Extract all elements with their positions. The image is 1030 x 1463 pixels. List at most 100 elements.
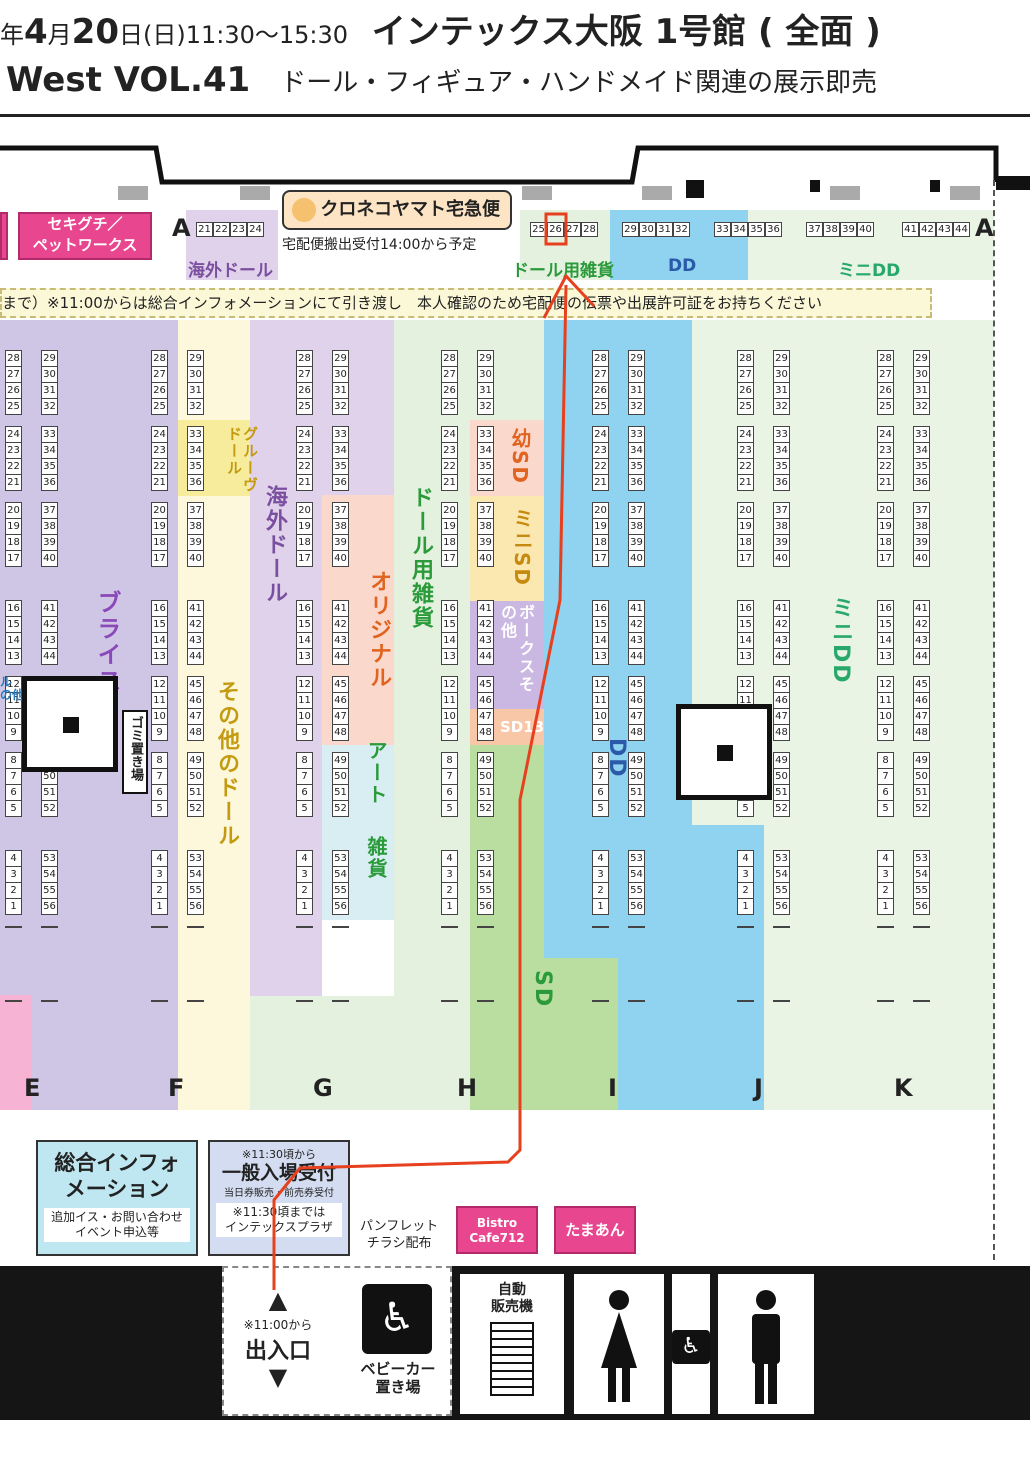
- booth-number[interactable]: 49: [478, 753, 493, 769]
- booth-number[interactable]: 44: [775, 651, 788, 662]
- booth-number[interactable]: 20: [297, 503, 312, 519]
- booth-number[interactable]: 56: [630, 901, 643, 912]
- booth-number[interactable]: 6: [6, 785, 21, 801]
- booth-number[interactable]: 42: [333, 617, 348, 633]
- booth-number[interactable]: 44: [630, 651, 643, 662]
- booth-number[interactable]: 27: [6, 367, 21, 383]
- booth-number[interactable]: 25: [594, 401, 607, 412]
- booth-number[interactable]: 50: [774, 769, 789, 785]
- booth-number[interactable]: 38: [914, 519, 929, 535]
- booth-number[interactable]: 38: [333, 519, 348, 535]
- booth-number[interactable]: 44: [334, 651, 347, 662]
- booth-number[interactable]: 11: [297, 693, 312, 709]
- booth-number[interactable]: 17: [298, 553, 311, 564]
- booth-number[interactable]: 10: [442, 709, 457, 725]
- booth-number[interactable]: 39: [333, 535, 348, 551]
- booth-number[interactable]: 20: [738, 503, 753, 519]
- booth-number[interactable]: 51: [188, 785, 203, 801]
- booth-number[interactable]: 4: [6, 851, 21, 867]
- booth-number[interactable]: 8: [442, 753, 457, 769]
- booth-number[interactable]: 13: [7, 651, 20, 662]
- booth-number[interactable]: 49: [774, 753, 789, 769]
- booth-number[interactable]: 23: [6, 443, 21, 459]
- booth-number[interactable]: 54: [478, 867, 493, 883]
- booth-number[interactable]: 39: [914, 535, 929, 551]
- booth-number[interactable]: 51: [774, 785, 789, 801]
- booth-number[interactable]: 9: [446, 727, 453, 738]
- booth-number[interactable]: 32: [189, 401, 202, 412]
- booth-number[interactable]: 45: [188, 677, 203, 693]
- booth-number[interactable]: 53: [774, 851, 789, 867]
- booth-number[interactable]: 21: [298, 477, 311, 488]
- booth-number[interactable]: 9: [301, 727, 308, 738]
- booth-number[interactable]: 42: [478, 617, 493, 633]
- booth-number[interactable]: 14: [152, 633, 167, 649]
- booth-number[interactable]: 31: [478, 383, 493, 399]
- booth-number[interactable]: 43: [629, 633, 644, 649]
- booth-number[interactable]: 18: [297, 535, 312, 551]
- booth-number[interactable]: 17: [443, 553, 456, 564]
- booth-number[interactable]: 43: [333, 633, 348, 649]
- booth-number[interactable]: 2: [442, 883, 457, 899]
- booth-number[interactable]: 24: [297, 427, 312, 443]
- booth-number[interactable]: 46: [478, 693, 493, 709]
- booth-number[interactable]: 47: [478, 709, 493, 725]
- booth-number[interactable]: 27: [738, 367, 753, 383]
- booth-number[interactable]: 40: [775, 553, 788, 564]
- booth-number[interactable]: 1: [301, 901, 308, 912]
- booth-number[interactable]: 9: [882, 727, 889, 738]
- booth-number[interactable]: 17: [153, 553, 166, 564]
- booth-number[interactable]: 22: [442, 459, 457, 475]
- booth-number[interactable]: 20: [152, 503, 167, 519]
- booth-number[interactable]: 3: [6, 867, 21, 883]
- booth-number[interactable]: 36: [479, 477, 492, 488]
- booth-number[interactable]: 35: [188, 459, 203, 475]
- booth-number[interactable]: 33: [42, 427, 57, 443]
- booth-number[interactable]: 8: [593, 753, 608, 769]
- booth-number[interactable]: 51: [914, 785, 929, 801]
- booth-number[interactable]: 41: [629, 601, 644, 617]
- booth-number[interactable]: 30: [774, 367, 789, 383]
- booth-number[interactable]: 9: [597, 727, 604, 738]
- booth-number[interactable]: 1: [882, 901, 889, 912]
- booth-number[interactable]: 18: [878, 535, 893, 551]
- booth-number[interactable]: 29: [478, 351, 493, 367]
- booth-number[interactable]: 11: [6, 693, 21, 709]
- booth-number[interactable]: 45: [478, 677, 493, 693]
- booth-number[interactable]: 50: [629, 769, 644, 785]
- booth-number[interactable]: 22: [878, 459, 893, 475]
- booth-number[interactable]: 34: [629, 443, 644, 459]
- booth-number[interactable]: 26: [878, 383, 893, 399]
- booth-number[interactable]: 18: [6, 535, 21, 551]
- booth-number[interactable]: 28: [152, 351, 167, 367]
- booth-number[interactable]: 31: [42, 383, 57, 399]
- booth-number[interactable]: 55: [478, 883, 493, 899]
- booth-number[interactable]: 19: [152, 519, 167, 535]
- booth-number[interactable]: 43: [774, 633, 789, 649]
- booth-number[interactable]: 25: [739, 401, 752, 412]
- booth-number[interactable]: 44: [479, 651, 492, 662]
- booth-number[interactable]: 12: [297, 677, 312, 693]
- booth-number[interactable]: 12: [593, 677, 608, 693]
- booth-number[interactable]: 11: [878, 693, 893, 709]
- booth-number[interactable]: 25: [7, 401, 20, 412]
- booth-number[interactable]: 33: [629, 427, 644, 443]
- booth-number[interactable]: 14: [442, 633, 457, 649]
- booth-number[interactable]: 31: [914, 383, 929, 399]
- booth-number[interactable]: 2: [878, 883, 893, 899]
- booth-number[interactable]: 45: [333, 677, 348, 693]
- booth-number[interactable]: 43: [188, 633, 203, 649]
- booth-number[interactable]: 34: [333, 443, 348, 459]
- booth-number[interactable]: 29: [188, 351, 203, 367]
- booth-number[interactable]: 29: [333, 351, 348, 367]
- booth-number[interactable]: 47: [914, 709, 929, 725]
- booth-number[interactable]: 1: [10, 901, 17, 912]
- booth-number[interactable]: 18: [738, 535, 753, 551]
- booth-number[interactable]: 15: [593, 617, 608, 633]
- booth-number[interactable]: 16: [6, 601, 21, 617]
- booth-number[interactable]: 16: [878, 601, 893, 617]
- booth-number[interactable]: 37: [478, 503, 493, 519]
- booth-number[interactable]: 54: [42, 867, 57, 883]
- booth-number[interactable]: 56: [334, 901, 347, 912]
- booth-number[interactable]: 29: [42, 351, 57, 367]
